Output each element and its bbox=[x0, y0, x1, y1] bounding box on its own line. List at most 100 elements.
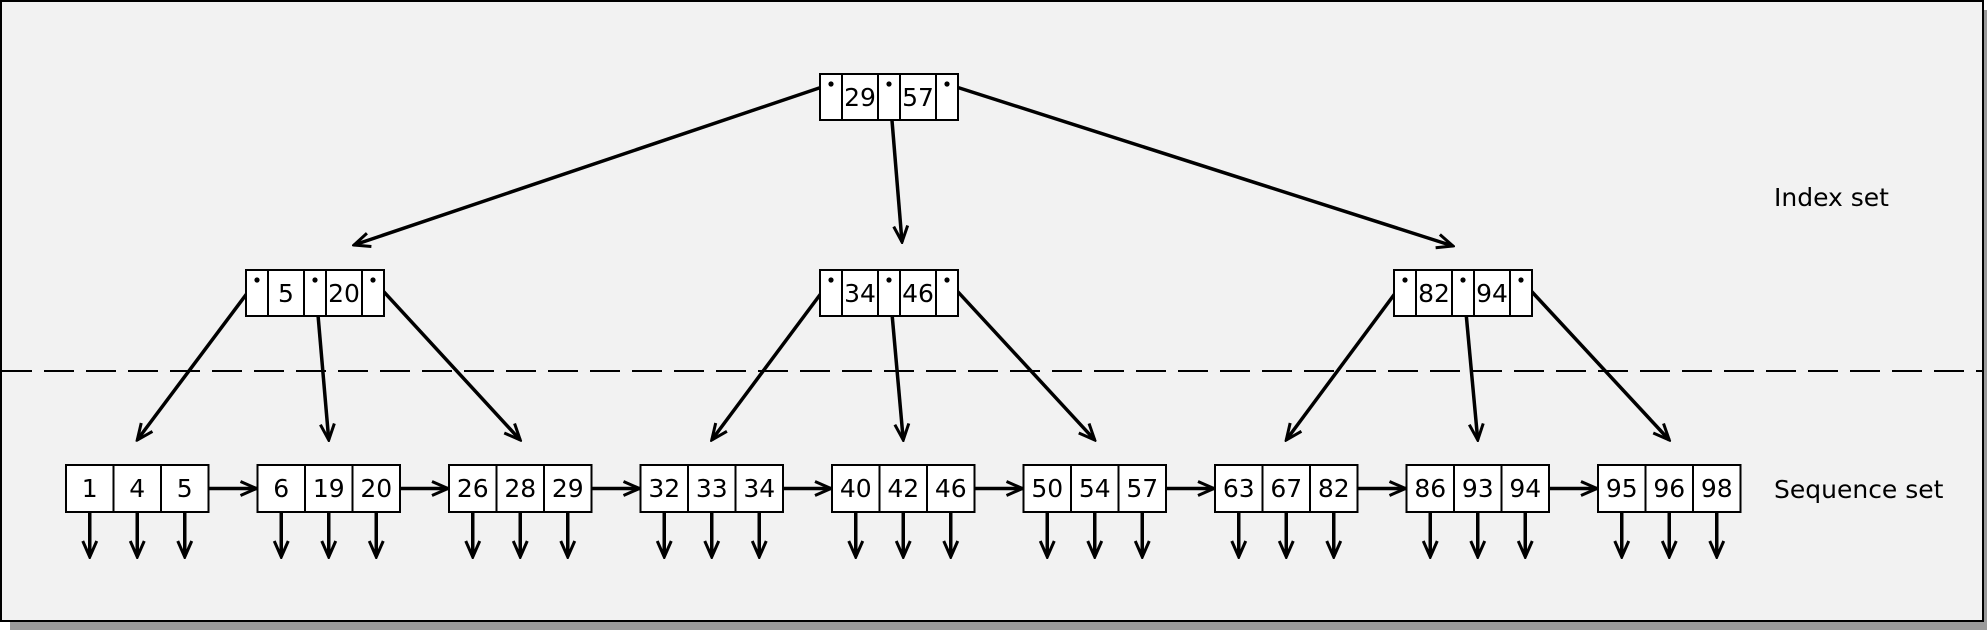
record-cell bbox=[1117, 464, 1167, 513]
pointer-cell bbox=[935, 269, 959, 317]
pointer-dot bbox=[944, 277, 950, 283]
pointer-dot bbox=[370, 277, 376, 283]
record-key: 63 bbox=[1223, 474, 1255, 503]
pointer-cell bbox=[819, 73, 843, 121]
record-key: 20 bbox=[360, 474, 392, 503]
index-pointer-arrow bbox=[1519, 278, 1669, 440]
record-key: 40 bbox=[840, 474, 872, 503]
record-key: 86 bbox=[1414, 474, 1446, 503]
pointer-cell bbox=[1451, 269, 1475, 317]
record-cell bbox=[1500, 464, 1550, 513]
record-key: 67 bbox=[1270, 474, 1302, 503]
sequence-block: 40 42 46 bbox=[831, 464, 976, 513]
index-pointer-arrow bbox=[137, 278, 259, 440]
pointer-cell bbox=[1509, 269, 1533, 317]
key-cell bbox=[899, 269, 937, 317]
pointer-dot bbox=[886, 277, 892, 283]
record-key: 93 bbox=[1462, 474, 1494, 503]
record-key: 94 bbox=[1509, 474, 1541, 503]
record-key: 33 bbox=[696, 474, 728, 503]
record-cell bbox=[1070, 464, 1120, 513]
index-key: 29 bbox=[844, 83, 876, 112]
pointer-dot bbox=[886, 81, 892, 87]
pointer-cell bbox=[877, 269, 901, 317]
pointer-cell bbox=[361, 269, 385, 317]
record-key: 26 bbox=[457, 474, 489, 503]
pointer-cell bbox=[303, 269, 327, 317]
index-key: 46 bbox=[902, 279, 934, 308]
record-cell bbox=[1692, 464, 1742, 513]
pointer-dot bbox=[1518, 277, 1524, 283]
record-key: 19 bbox=[313, 474, 345, 503]
index-node-middle: 34 46 bbox=[819, 269, 959, 317]
record-cell bbox=[65, 464, 115, 513]
index-key: 34 bbox=[844, 279, 876, 308]
sequence-block: 26 28 29 bbox=[448, 464, 593, 513]
record-cell bbox=[1309, 464, 1359, 513]
sequence-block: 63 67 82 bbox=[1214, 464, 1359, 513]
record-key: 98 bbox=[1701, 474, 1733, 503]
sequence-block: 86 93 94 bbox=[1405, 464, 1550, 513]
sequence-block: 95 96 98 bbox=[1597, 464, 1742, 513]
record-cell bbox=[543, 464, 593, 513]
pointer-cell bbox=[1393, 269, 1417, 317]
record-key: 95 bbox=[1606, 474, 1638, 503]
record-key: 34 bbox=[743, 474, 775, 503]
sequence-block: 32 33 34 bbox=[639, 464, 784, 513]
record-key: 6 bbox=[273, 474, 289, 503]
record-cell bbox=[687, 464, 737, 513]
record-cell bbox=[1261, 464, 1311, 513]
record-cell bbox=[926, 464, 976, 513]
record-cell bbox=[1022, 464, 1072, 513]
record-key: 50 bbox=[1031, 474, 1063, 503]
index-node-left: 5 20 bbox=[245, 269, 385, 317]
index-pointer-arrow bbox=[712, 278, 833, 440]
record-key: 1 bbox=[82, 474, 98, 503]
index-key: 20 bbox=[328, 279, 360, 308]
index-pointer-arrow bbox=[354, 82, 832, 245]
record-key: 5 bbox=[177, 474, 193, 503]
sequence-set-label: Sequence set bbox=[1774, 475, 1944, 504]
pointer-dot bbox=[828, 277, 834, 283]
pointer-cell bbox=[819, 269, 843, 317]
pointer-cell bbox=[245, 269, 269, 317]
pointer-dot bbox=[1402, 277, 1408, 283]
index-node-root: 29 57 bbox=[819, 73, 959, 121]
record-key: 82 bbox=[1318, 474, 1350, 503]
pointer-cell bbox=[935, 73, 959, 121]
index-key: 82 bbox=[1418, 279, 1450, 308]
record-cell bbox=[448, 464, 498, 513]
pointer-arrows bbox=[90, 82, 1717, 557]
record-key: 96 bbox=[1653, 474, 1685, 503]
index-node-right: 82 94 bbox=[1393, 269, 1533, 317]
index-key: 57 bbox=[902, 83, 934, 112]
record-key: 54 bbox=[1079, 474, 1111, 503]
record-cell bbox=[1405, 464, 1455, 513]
pointer-dot bbox=[1460, 277, 1466, 283]
pointer-dot bbox=[944, 81, 950, 87]
record-cell bbox=[1453, 464, 1503, 513]
record-key: 29 bbox=[552, 474, 584, 503]
record-cell bbox=[351, 464, 401, 513]
index-key: 5 bbox=[278, 279, 294, 308]
record-key: 42 bbox=[887, 474, 919, 503]
record-key: 28 bbox=[504, 474, 536, 503]
record-key: 32 bbox=[648, 474, 680, 503]
sequence-block: 50 54 57 bbox=[1022, 464, 1167, 513]
index-set-label: Index set bbox=[1774, 183, 1889, 212]
record-cell bbox=[878, 464, 928, 513]
record-cell bbox=[831, 464, 881, 513]
pointer-dot bbox=[312, 277, 318, 283]
index-key: 94 bbox=[1476, 279, 1508, 308]
index-pointer-arrow bbox=[1286, 278, 1407, 440]
pointer-cell bbox=[877, 73, 901, 121]
record-cell bbox=[160, 464, 210, 513]
index-pointer-arrow bbox=[371, 278, 520, 440]
record-key: 57 bbox=[1126, 474, 1158, 503]
pointer-dot bbox=[254, 277, 260, 283]
record-cell bbox=[734, 464, 784, 513]
record-key: 46 bbox=[935, 474, 967, 503]
